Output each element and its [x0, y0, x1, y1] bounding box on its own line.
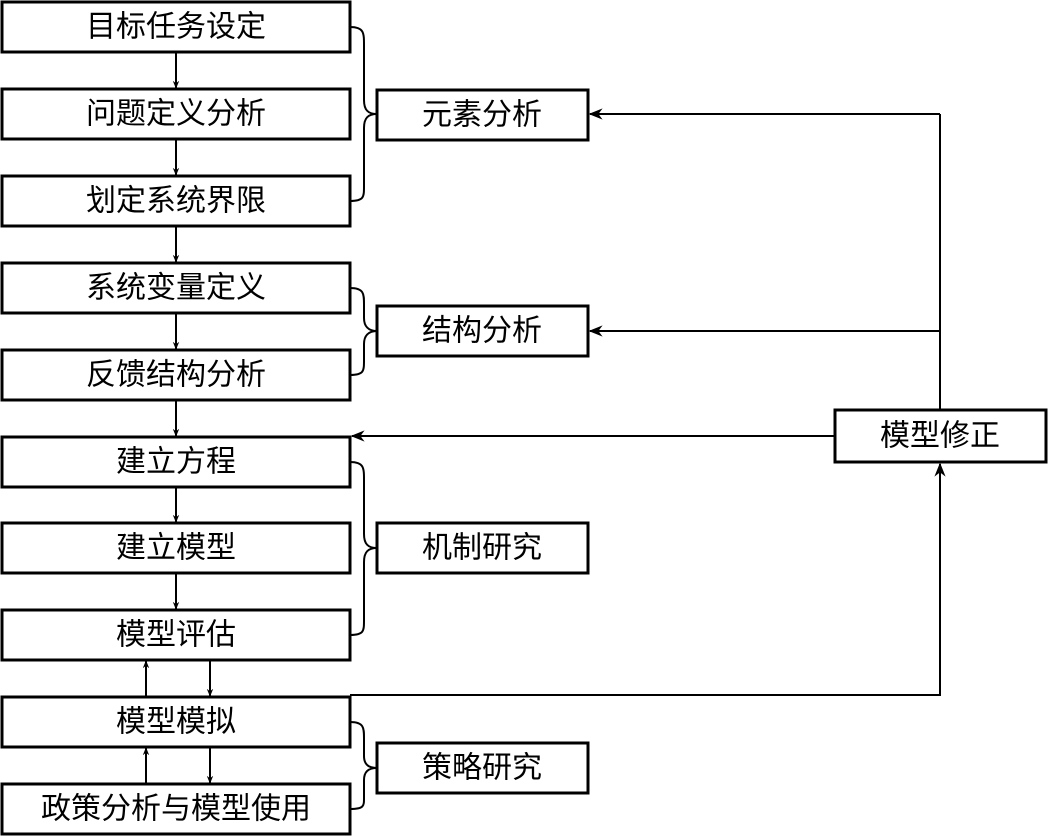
- phase-3-box: 机制研究: [375, 521, 590, 575]
- phase-4-label: 策略研究: [422, 751, 542, 786]
- arrow-simulation-to-correction: [350, 462, 946, 696]
- phase-1-label: 元素分析: [422, 98, 542, 133]
- phase-3-label: 机制研究: [422, 531, 542, 566]
- correction-box: 模型修正: [833, 408, 1048, 464]
- step-4-box: 系统变量定义: [0, 261, 352, 315]
- step-9-box: 模型模拟: [0, 695, 352, 749]
- brace-mechanism-research: [349, 461, 378, 636]
- brace-strategy-research: [349, 721, 378, 810]
- correction-label: 模型修正: [880, 419, 1000, 454]
- step-connector-arrows: [142, 52, 214, 784]
- phase-2-box: 结构分析: [375, 304, 590, 358]
- step-3-label: 划定系统界限: [86, 184, 266, 219]
- step-8-box: 模型评估: [0, 608, 352, 662]
- brace-element-analysis: [349, 26, 378, 202]
- step-10-box: 政策分析与模型使用: [0, 782, 352, 836]
- step-8-label: 模型评估: [116, 618, 236, 653]
- step-1-box: 目标任务设定: [0, 0, 352, 54]
- phase-4-box: 策略研究: [375, 741, 590, 795]
- phase-braces: [349, 26, 378, 810]
- step-1-label: 目标任务设定: [86, 10, 266, 45]
- step-9-label: 模型模拟: [116, 705, 236, 740]
- brace-structure-analysis: [349, 287, 378, 376]
- step-5-box: 反馈结构分析: [0, 348, 352, 402]
- step-7-box: 建立模型: [0, 521, 352, 575]
- step-2-label: 问题定义分析: [86, 97, 266, 132]
- step-4-label: 系统变量定义: [86, 271, 266, 306]
- phase-1-box: 元素分析: [375, 88, 590, 142]
- step-5-label: 反馈结构分析: [86, 358, 266, 393]
- step-10-label: 政策分析与模型使用: [41, 792, 311, 827]
- step-6-label: 建立方程: [116, 445, 236, 480]
- phase-2-label: 结构分析: [422, 314, 542, 349]
- step-7-label: 建立模型: [116, 531, 236, 566]
- step-3-box: 划定系统界限: [0, 174, 352, 228]
- feedback-lines: [350, 108, 946, 696]
- step-2-box: 问题定义分析: [0, 87, 352, 141]
- step-6-box: 建立方程: [0, 435, 352, 489]
